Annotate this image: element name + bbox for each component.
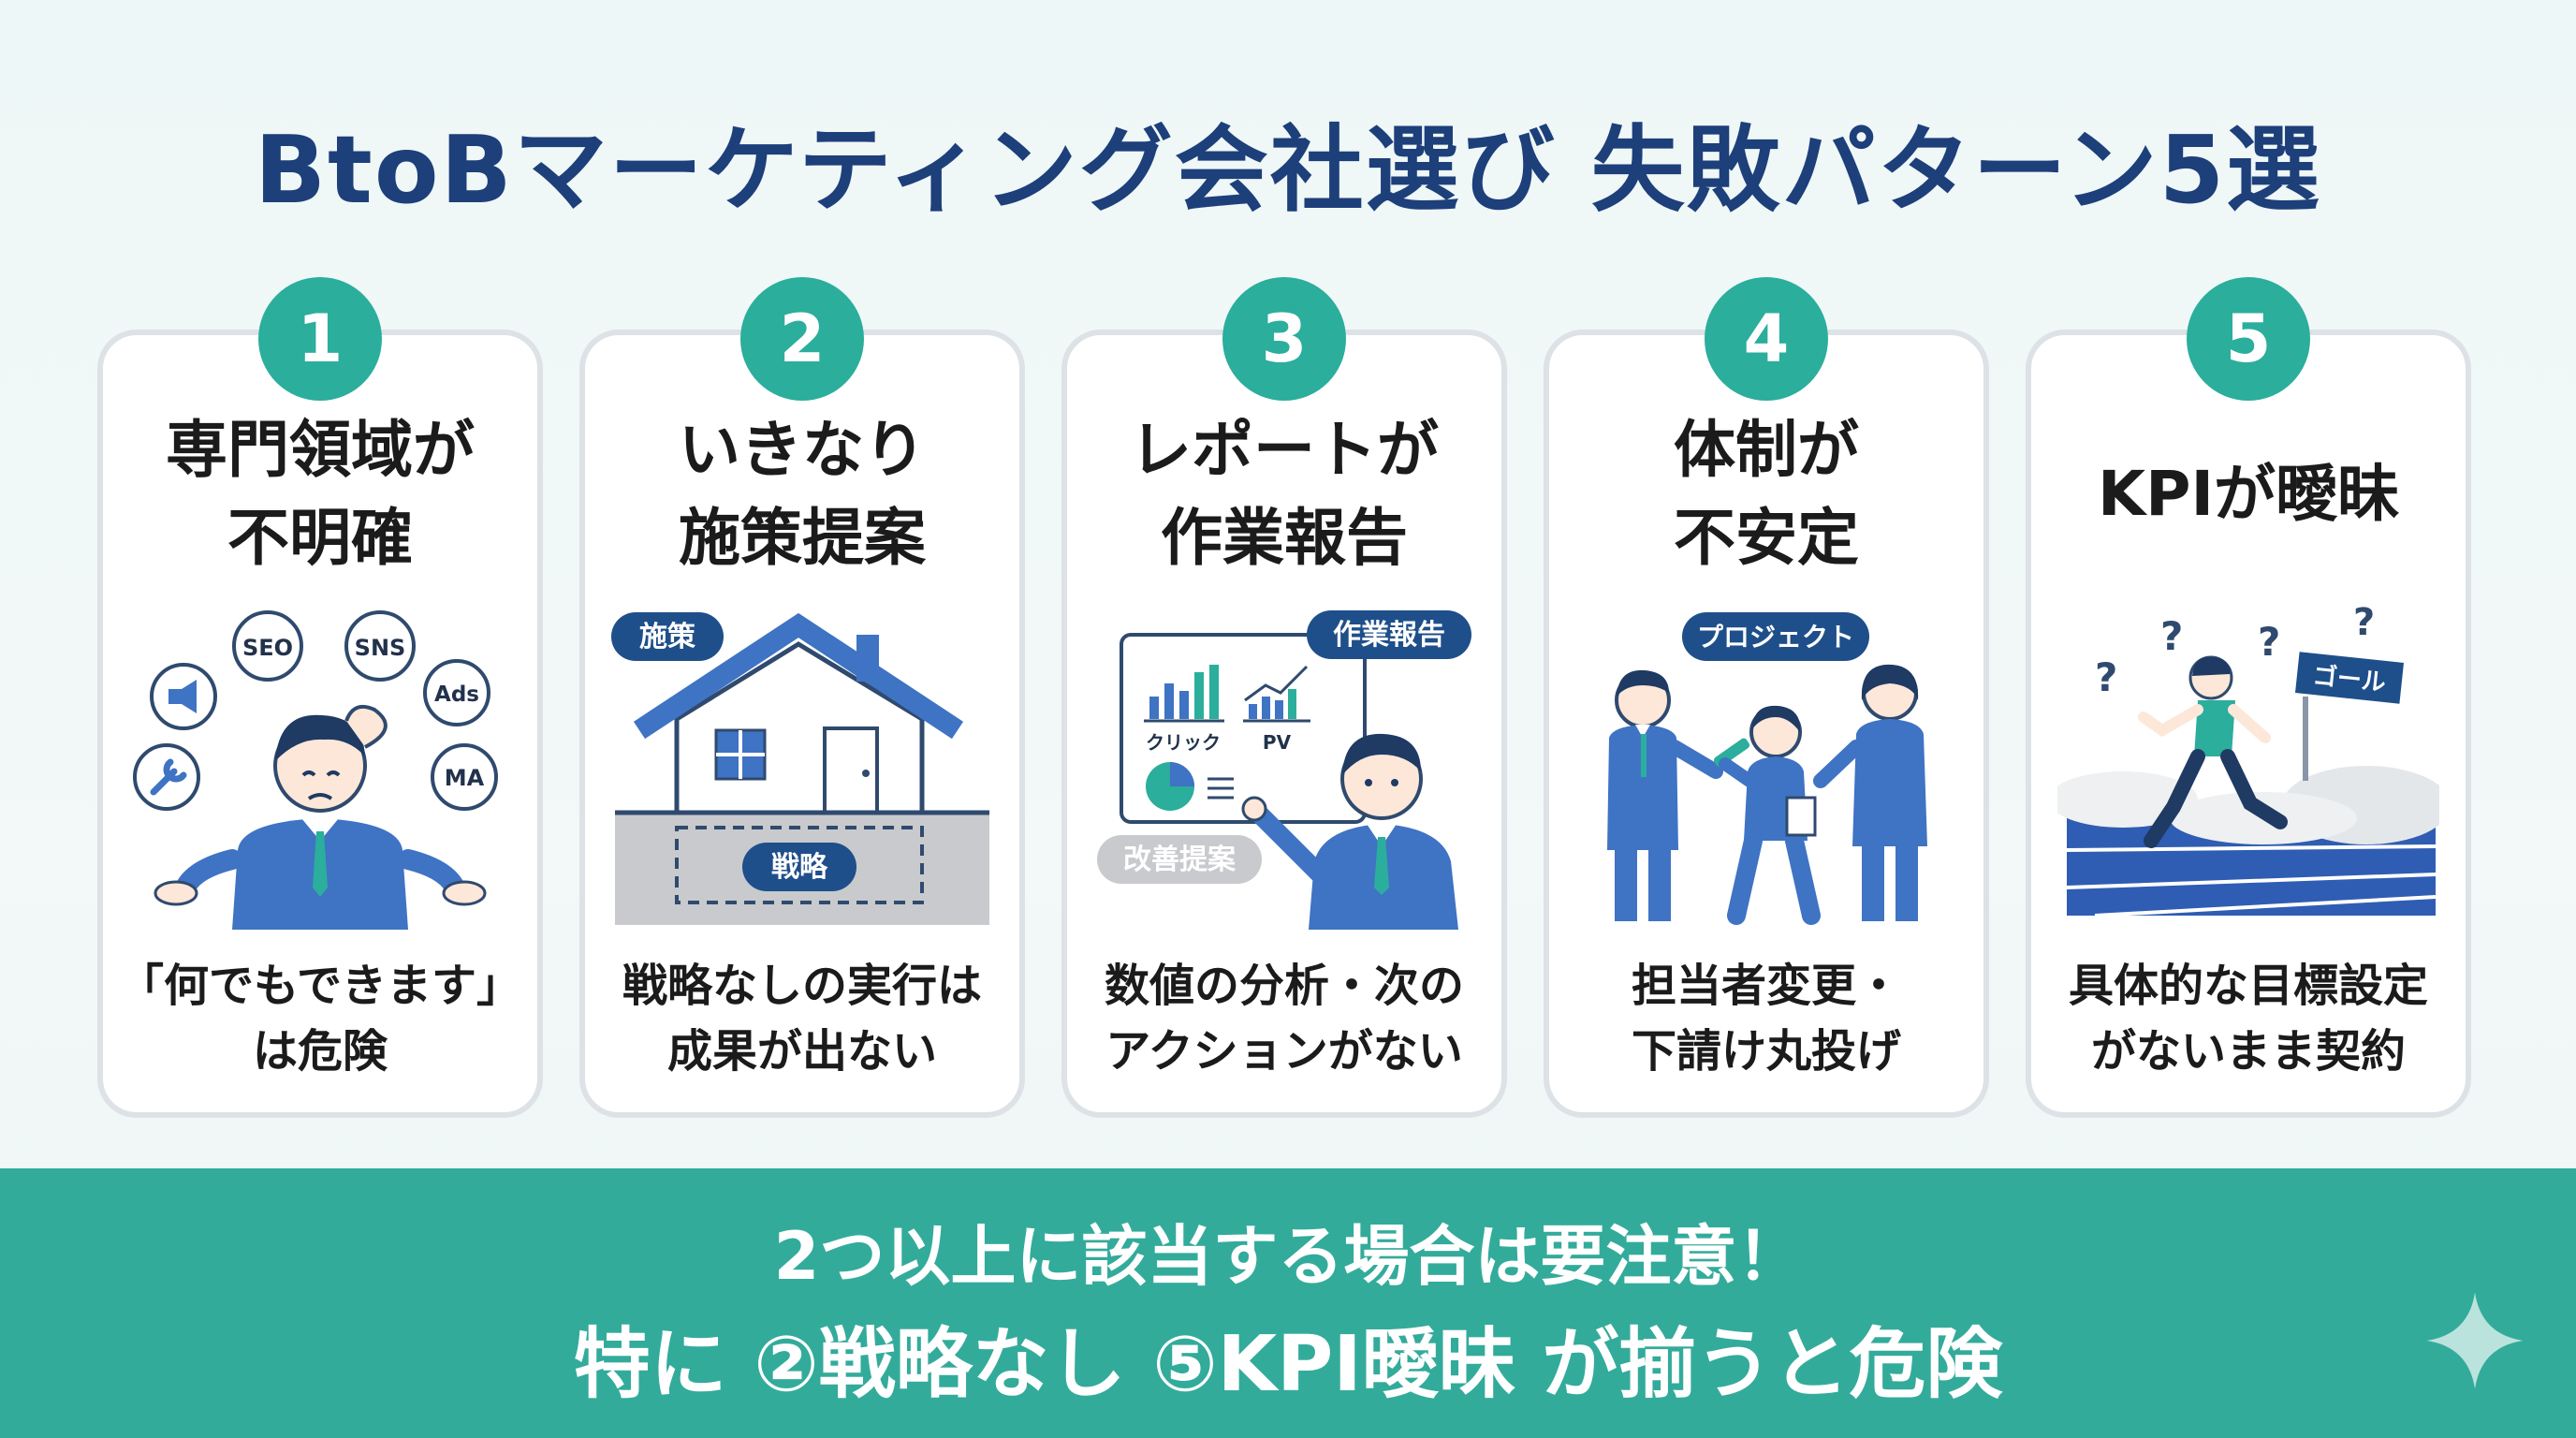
strategy-tag: 戦略 [742,843,856,891]
ma-bubble: MA [431,743,498,811]
footer-banner: 2つ以上に該当する場合は要注意！ 特に ②戦略なし ⑤KPI曖昧 が揃うと危険 [0,1168,2576,1438]
card-title-line: 体制が [1674,414,1859,486]
card-title-line: 専門領域が [166,414,475,486]
ads-bubble: Ads [423,659,490,726]
card-desc-line: は危険 [252,1025,388,1078]
page-title: BtoBマーケティング会社選び 失敗パターン5選 [254,115,2322,225]
ads-label: Ads [434,682,479,707]
card-3: 3 レポートが 作業報告 クリック PV [1061,277,1507,1118]
card-2: 2 いきなり 施策提案 施策 戦略 戦略なしの実行は 成果が出ない [579,277,1025,1118]
sns-label: SNS [355,635,406,661]
card-number-badge: 5 [2187,277,2310,401]
card-title: 専門領域が 不明確 [103,401,537,588]
footer-warning: 2つ以上に該当する場合は要注意！ [773,1218,1803,1295]
card-desc-line: 成果が出ない [666,1025,937,1078]
card-number-badge: 2 [740,277,864,401]
team-handoff-illustration: プロジェクト [1607,612,1927,925]
question-marks: ? ? ? ? [2095,607,2375,700]
businessman-figure [154,705,487,930]
project-label: プロジェクト [1697,622,1854,653]
card-title-line: レポートが [1130,414,1439,486]
card-number-badge: 4 [1705,277,1828,401]
runner-in-fog-illustration: ゴール ? ? ? ? [2057,607,2439,917]
strategy-label: 戦略 [771,851,828,884]
bar-chart-icon: クリック [1144,665,1224,754]
card-title-line: いきなり [679,414,926,486]
card-1: 1 専門領域が 不明確 SEO SNS Ads MA [97,277,543,1118]
work-report-bubble: 作業報告 [1307,610,1471,659]
card-desc-line: 「何でもできます」 [118,960,522,1012]
card-title: 体制が 不安定 [1549,401,1983,588]
sparkle-icon [2426,1292,2524,1389]
card-title-line: 不明確 [227,502,413,574]
megaphone-icon [150,663,217,730]
card-title: いきなり 施策提案 [585,401,1019,588]
card-title-line: KPIが曖昧 [2097,458,2400,530]
improvement-proposal-bubble: 改善提案 [1097,835,1262,884]
person-left [1607,669,1723,921]
improvement-label: 改善提案 [1123,844,1237,876]
card-desc-line: 下請け丸投げ [1631,1025,1901,1078]
click-label: クリック [1146,731,1221,754]
question-mark: ? [2353,607,2375,644]
card-5: 5 KPIが曖昧 ゴール ? ? ? [2026,277,2471,1118]
card-title: KPIが曖昧 [2031,401,2466,588]
project-bubble: プロジェクト [1682,612,1869,661]
report-presenter-illustration: クリック PV 作業報告 改善提案 [1097,610,1471,930]
measures-label: 施策 [639,621,695,653]
card-desc-line: がないまま契約 [2090,1025,2406,1078]
footer-highlight: 特に ②戦略なし ⑤KPI曖昧 が揃うと危険 [573,1320,2003,1409]
card-number-badge: 3 [1222,277,1346,401]
confused-businessman-illustration: SEO SNS Ads MA [133,610,498,930]
card-description: 戦略なしの実行は 成果が出ない [585,953,1019,1084]
question-mark: ? [2095,654,2117,700]
work-report-label: 作業報告 [1333,619,1445,652]
card-number-badge: 1 [258,277,382,401]
card-title-line: 不安定 [1674,502,1859,574]
card-desc-line: 具体的な目標設定 [2068,960,2428,1012]
person-right [1813,664,1927,921]
runner-figure [2138,655,2288,848]
wrench-icon [133,743,200,811]
goal-sign: ゴール [2295,652,2404,781]
seo-bubble: SEO [232,610,303,682]
question-mark: ? [2258,619,2280,665]
sns-bubble: SNS [344,610,416,682]
house-icon [615,612,989,815]
card-4: 4 体制が 不安定 プロジェクト [1544,277,1989,1118]
card-title: レポートが 作業報告 [1067,401,1501,588]
card-description: 具体的な目標設定 がないまま契約 [2031,953,2466,1084]
line-chart-icon: PV [1243,665,1310,754]
card-title-line: 施策提案 [679,502,926,574]
card-description: 担当者変更・ 下請け丸投げ [1549,953,1983,1084]
card-desc-line: アクションがない [1105,1025,1463,1078]
pv-label: PV [1263,731,1292,754]
card-desc-line: 戦略なしの実行は [622,960,982,1012]
card-description: 数値の分析・次の アクションがない [1067,953,1501,1084]
card-description: 「何でもできます」 は危険 [103,953,537,1084]
card-desc-line: 数値の分析・次の [1104,960,1464,1012]
pie-chart-icon [1146,762,1234,811]
card-desc-line: 担当者変更・ [1631,960,1901,1012]
presenter-figure [1241,733,1458,930]
person-middle [1719,705,1821,925]
measures-tag: 施策 [611,612,724,661]
ma-label: MA [445,765,485,791]
card-title-line: 作業報告 [1161,502,1408,574]
question-mark: ? [2160,613,2183,659]
house-without-foundation-illustration: 施策 戦略 [611,612,989,925]
foundation-outline [675,826,924,904]
seo-label: SEO [242,635,293,661]
